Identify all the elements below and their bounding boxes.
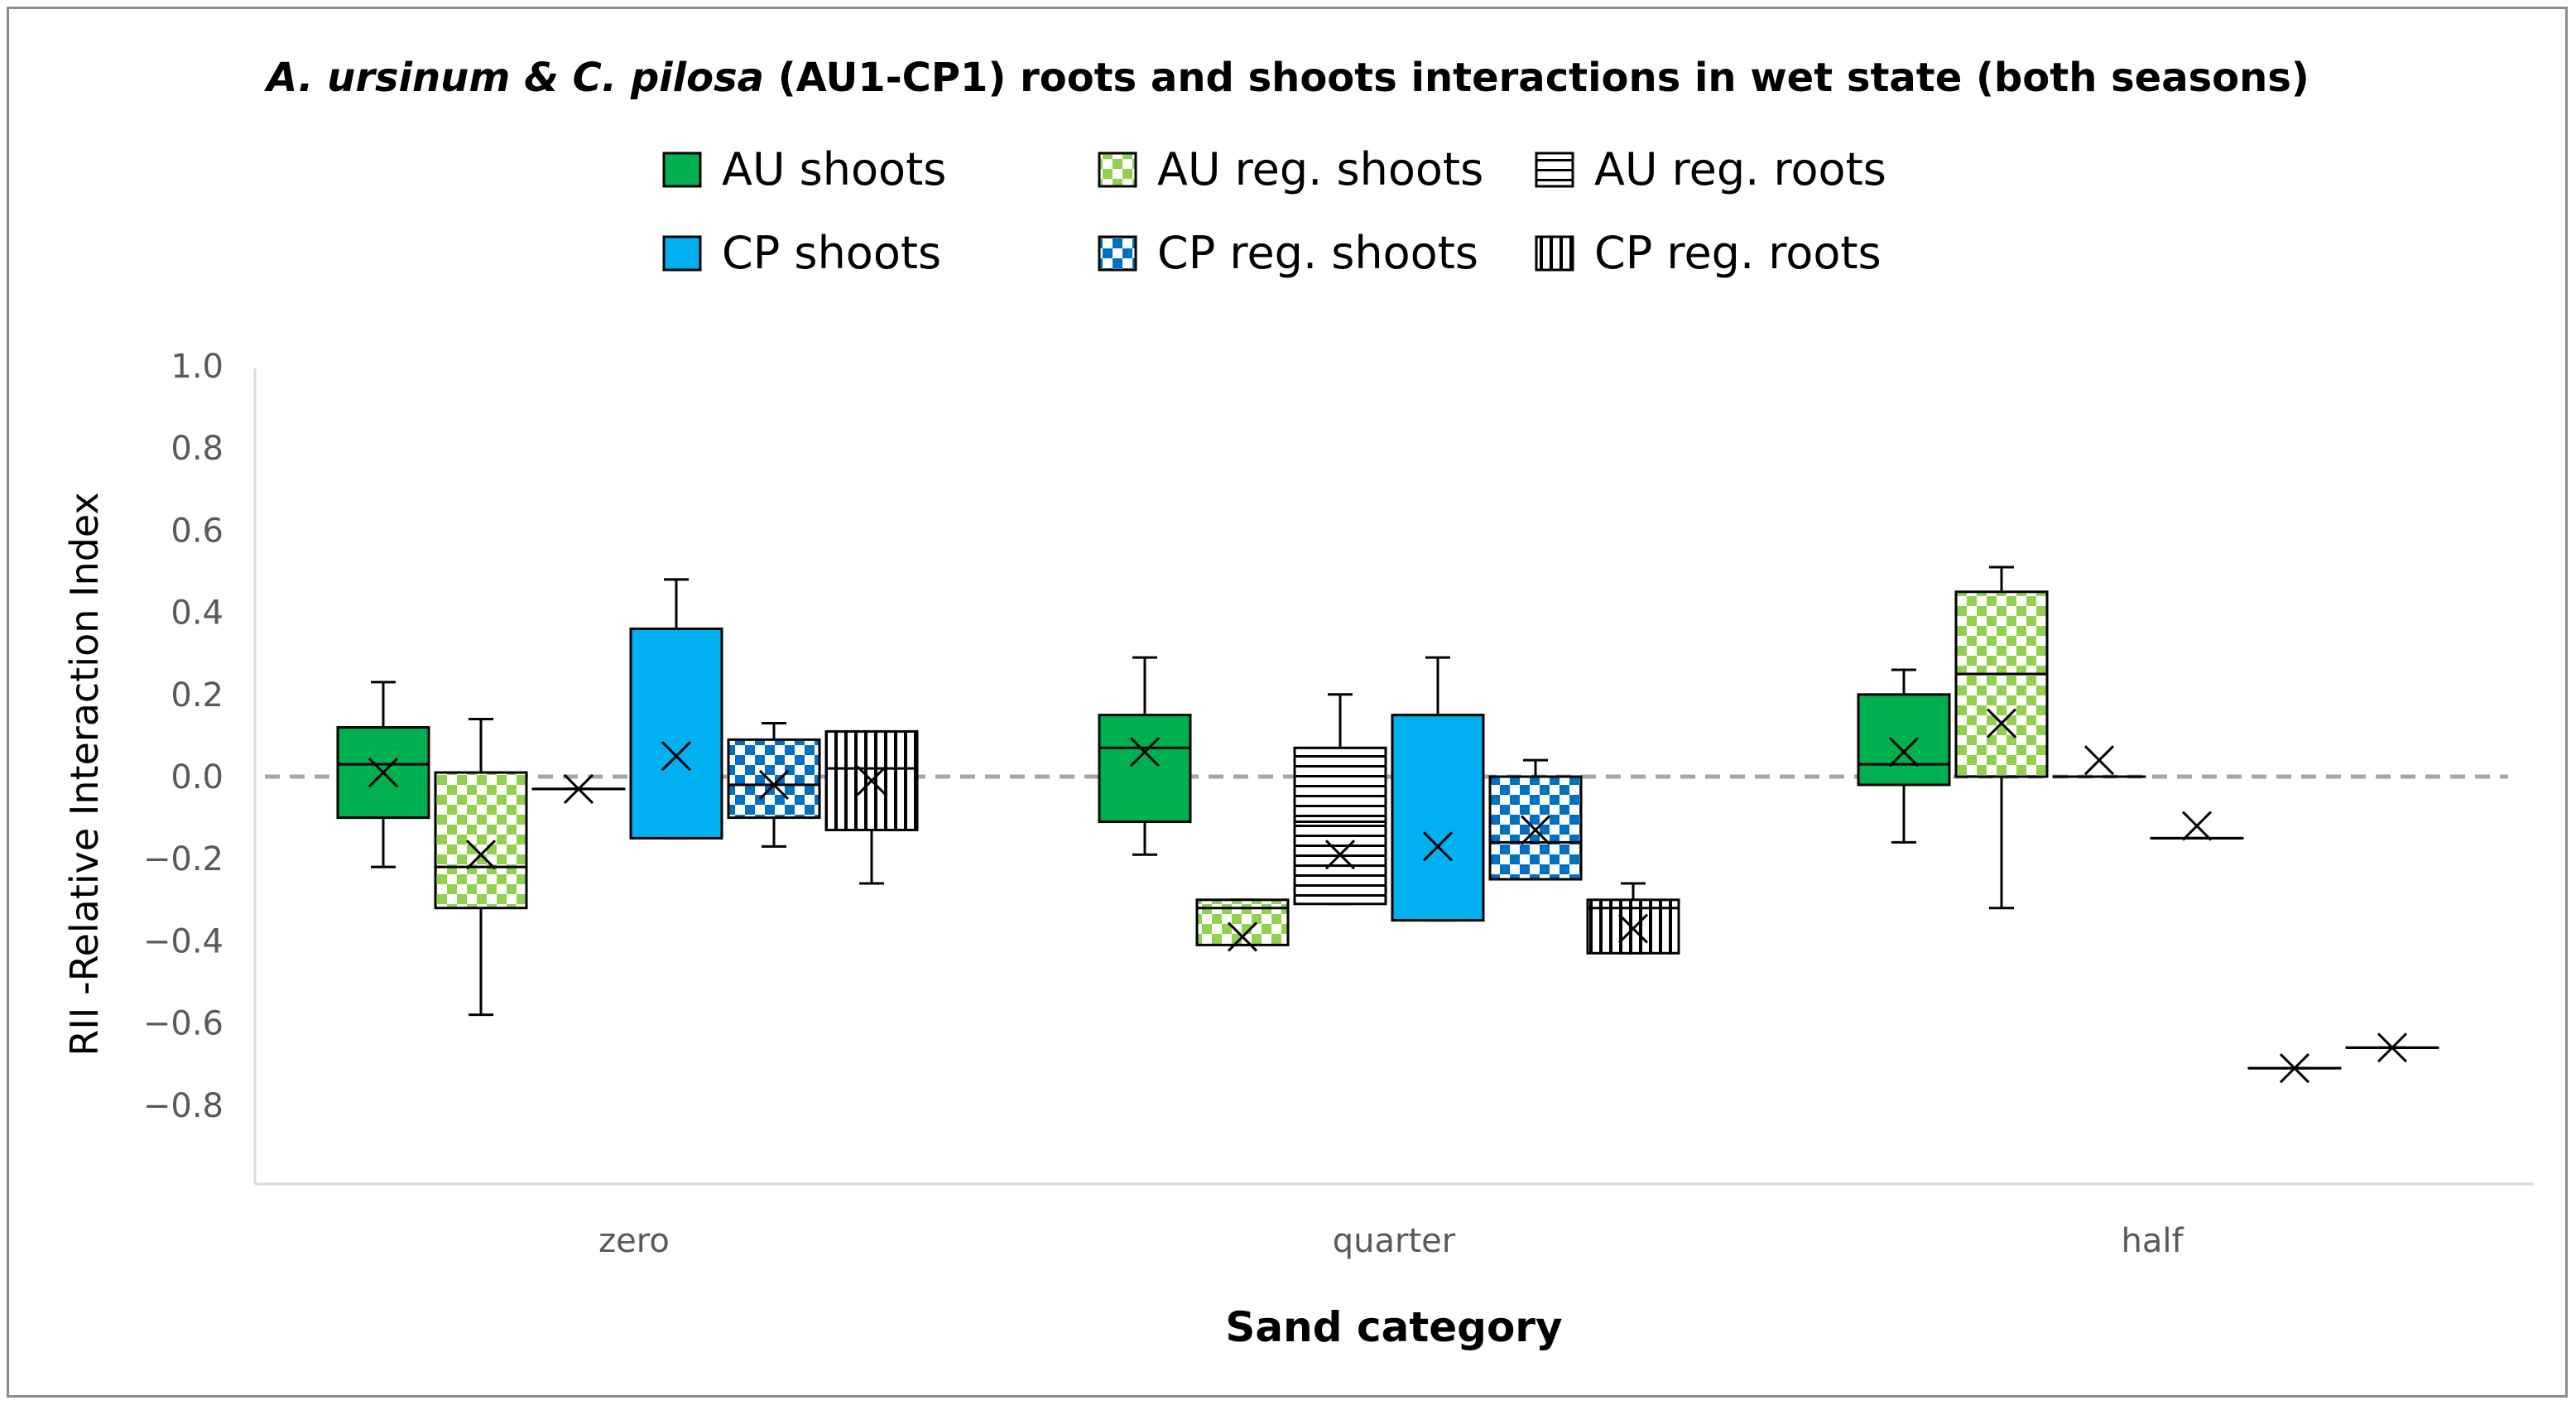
x-tick-labels: zero quarter half [598, 1222, 2184, 1260]
y-tick-label: 0.4 [171, 594, 223, 633]
box-body [727, 738, 821, 820]
legend-label: AU shoots [722, 143, 946, 195]
box-1-2 [1293, 693, 1387, 906]
y-tick-labels: 1.0 0.8 0.6 0.4 0.2 0.0 −0.2 −0.4 −0.6 −0.8 [143, 348, 223, 1125]
box-body [1391, 714, 1485, 922]
mean-marker [1324, 840, 1356, 870]
box-body [434, 771, 528, 910]
mean-marker [368, 757, 399, 788]
y-tick-label: −0.8 [143, 1087, 223, 1125]
mean-marker [661, 741, 692, 772]
box-0-0 [336, 681, 430, 869]
legend-item: CP shoots [662, 227, 941, 279]
legend-label: AU reg. shoots [1157, 143, 1483, 195]
legend-item: CP reg. shoots [1098, 227, 1478, 279]
y-tick-label: −0.2 [143, 840, 223, 878]
chart-frame [7, 7, 2568, 1398]
legend: AU shoots AU reg. shoots AU reg. roots CP s… [662, 143, 1886, 279]
legend-label: CP reg. shoots [1157, 227, 1478, 279]
box-0-3 [629, 578, 723, 840]
box-2-0 [1857, 668, 1951, 844]
mean-marker [856, 765, 887, 796]
legend-item: AU reg. roots [1535, 143, 1886, 195]
legend-label: AU reg. roots [1594, 143, 1886, 195]
mean-marker [2083, 745, 2115, 776]
x-tick-label-half: half [2121, 1222, 2184, 1260]
box-1-4 [1488, 758, 1583, 881]
box-1-3 [1391, 656, 1485, 922]
box-1-1 [1195, 898, 1290, 952]
box-2-4 [2247, 1053, 2342, 1084]
box-1-5 [1586, 882, 1680, 955]
y-tick-label: −0.6 [143, 1005, 223, 1043]
box-2-1 [1954, 565, 2049, 910]
mean-marker [1617, 913, 1649, 944]
box-body [824, 729, 919, 831]
mean-marker [1422, 831, 1454, 862]
y-tick-label: 0.0 [171, 758, 223, 796]
box-body [1293, 746, 1387, 906]
mean-marker [1520, 815, 1551, 845]
mean-marker [563, 773, 594, 804]
legend-label: CP reg. roots [1594, 227, 1882, 279]
y-axis-label: RII -Relative Interaction Index [62, 492, 107, 1056]
legend-swatch [662, 152, 702, 188]
legend-item: CP reg. roots [1535, 227, 1882, 279]
mean-marker [1888, 737, 1920, 768]
mean-marker [758, 769, 790, 800]
box-0-2 [531, 773, 626, 804]
box-2-2 [2052, 745, 2146, 778]
box-0-1 [434, 718, 528, 1017]
y-tick-label: 1.0 [171, 348, 223, 386]
legend-swatch [662, 235, 702, 272]
x-axis-label: Sand category [1225, 1303, 1562, 1351]
mean-marker [465, 840, 497, 870]
box-2-3 [2150, 811, 2244, 841]
y-tick-label: 0.6 [171, 512, 223, 550]
legend-swatch [1535, 235, 1574, 272]
legend-swatch [1535, 152, 1574, 188]
mean-marker [1986, 708, 2017, 739]
chart-title: A. ursinum & C. pilosa (AU1-CP1) roots a… [263, 55, 2309, 101]
legend-swatch [1098, 235, 1137, 272]
box-1-0 [1098, 656, 1192, 856]
y-tick-label: 0.2 [171, 676, 223, 715]
plot-area [336, 565, 2439, 1084]
legend-label: CP shoots [722, 227, 941, 279]
y-tick-label: 0.8 [171, 430, 223, 468]
x-tick-label-quarter: quarter [1333, 1222, 1456, 1260]
chart-title-italic: A. ursinum & C. pilosa [263, 55, 764, 101]
y-tick-label: −0.4 [143, 922, 223, 960]
box-0-5 [824, 729, 919, 885]
mean-marker [2181, 811, 2213, 841]
legend-swatch [1098, 152, 1137, 188]
box-2-5 [2345, 1032, 2439, 1063]
box-0-4 [727, 722, 821, 848]
box-body [1857, 693, 1951, 787]
mean-marker [1129, 737, 1161, 768]
legend-item: AU shoots [662, 143, 946, 195]
box-body [1488, 775, 1583, 881]
box-body [629, 627, 723, 840]
mean-marker [2279, 1053, 2310, 1084]
mean-marker [2377, 1032, 2408, 1063]
x-tick-label-zero: zero [598, 1222, 670, 1260]
box-body [1954, 590, 2049, 778]
box-body [1098, 714, 1192, 824]
mean-marker [1227, 922, 1258, 952]
chart-title-rest: (AU1-CP1) roots and shoots interactions … [764, 55, 2309, 101]
legend-item: AU reg. shoots [1098, 143, 1483, 195]
